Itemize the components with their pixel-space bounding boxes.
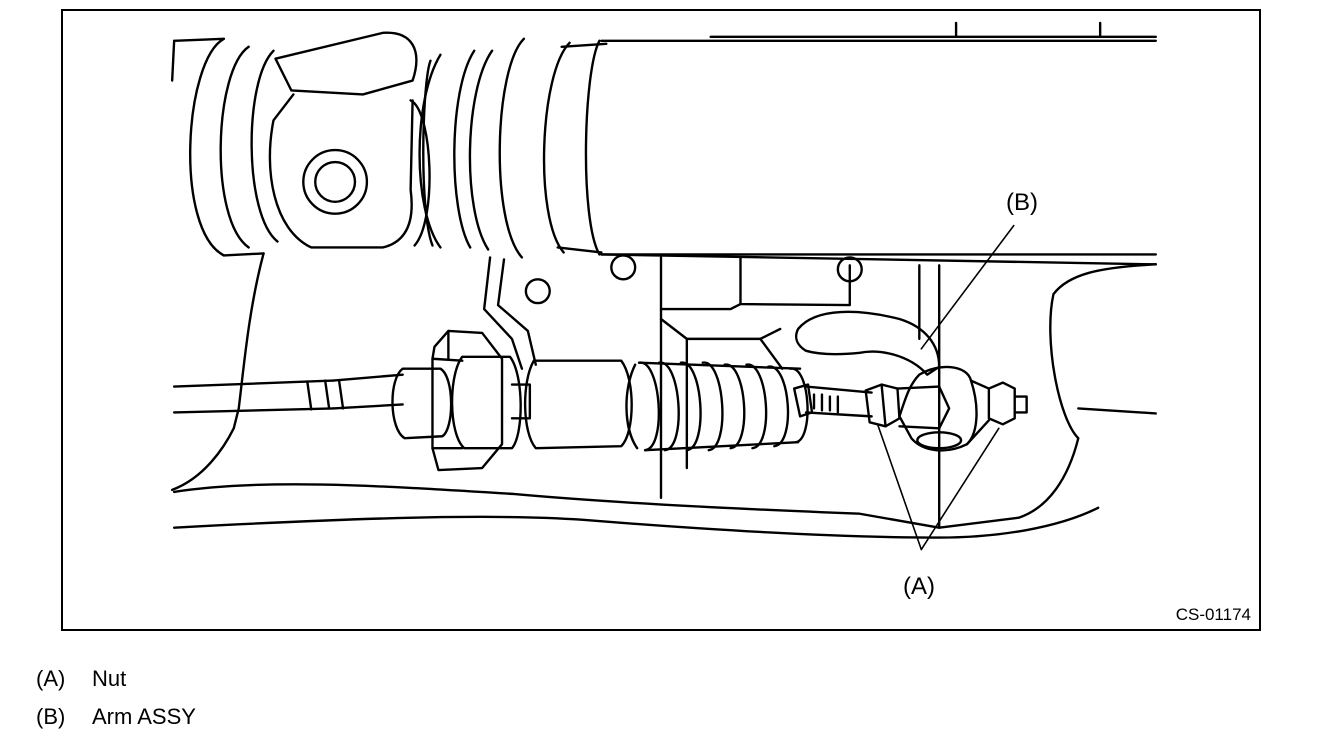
legend-label: Nut — [92, 666, 127, 691]
legend-item: (A) Nut — [36, 660, 196, 698]
legend-item: (B) Arm ASSY — [36, 698, 196, 736]
propeller-shaft — [418, 37, 1157, 259]
nut-a — [987, 381, 1028, 426]
legend-key: (A) — [36, 666, 66, 691]
figure-code: CS-01174 — [1175, 605, 1251, 624]
universal-joint — [170, 31, 431, 492]
legend-label: Arm ASSY — [92, 704, 196, 729]
dust-boot — [625, 361, 809, 452]
cable-bracket — [431, 256, 538, 472]
brake-cable — [172, 355, 633, 450]
callout-label-a: (A) — [903, 573, 935, 600]
leader-lines — [876, 224, 1015, 551]
nut-a — [864, 383, 901, 428]
figure-frame: (B) (A) CS-01174 — [61, 9, 1261, 631]
floor-panel — [172, 253, 1157, 539]
arm-assy — [795, 310, 991, 452]
adjusting-rod — [792, 383, 873, 418]
callout-label-b: (B) — [1006, 189, 1038, 216]
legend-key: (B) — [36, 704, 66, 729]
legend: (A) Nut (B) Arm ASSY — [36, 660, 196, 736]
parking-brake-cable-illustration — [170, 21, 1157, 551]
